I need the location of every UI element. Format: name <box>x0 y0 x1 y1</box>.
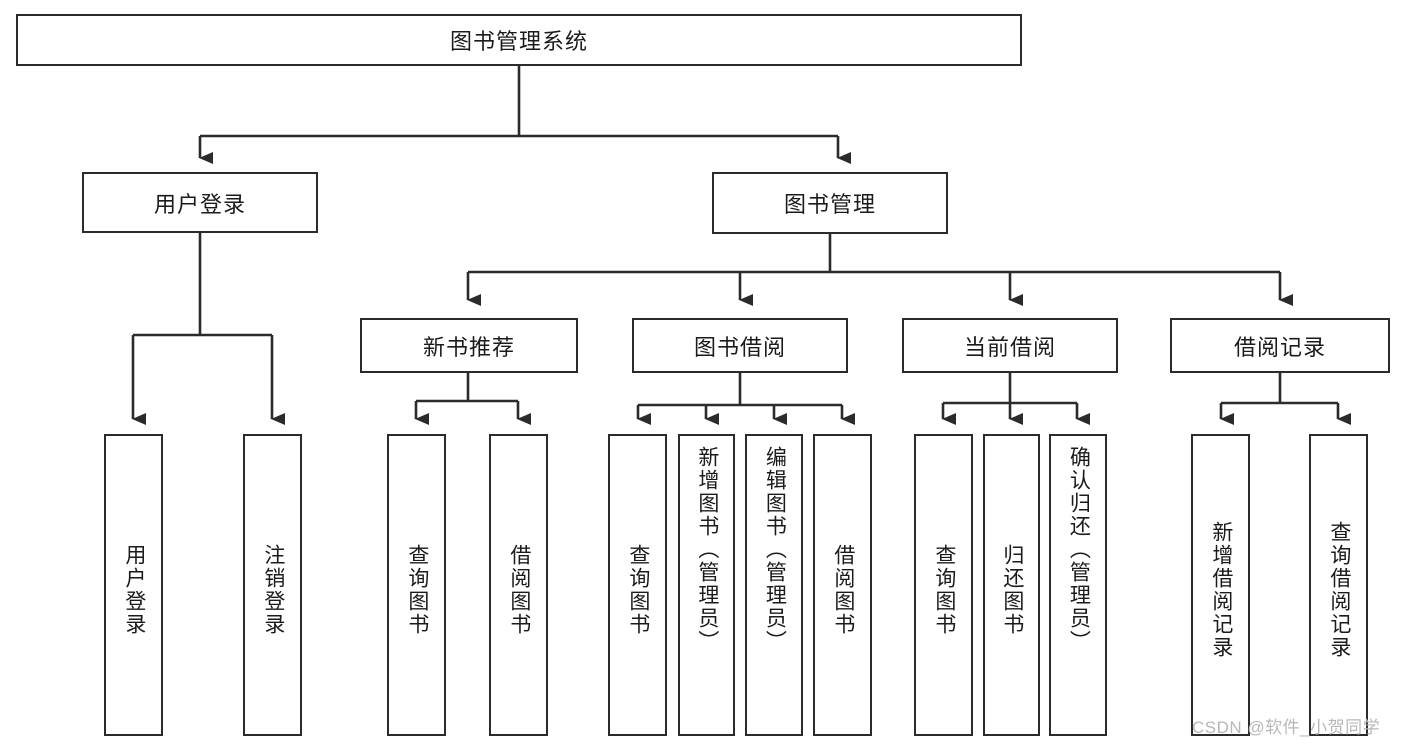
leaf-add-borrow-record-label: 新增借阅记录 <box>1209 521 1233 659</box>
node-book-management-label: 图书管理 <box>783 192 876 217</box>
watermark-text: CSDN @软件_小贺同学 <box>1192 718 1381 737</box>
leaf-query-book-borrow-label: 查询图书 <box>626 544 650 636</box>
node-new-book-recommend-label: 新书推荐 <box>422 334 515 360</box>
node-root[interactable]: 图书管理系统 <box>16 14 1022 66</box>
node-current-borrow-label: 当前借阅 <box>963 334 1056 360</box>
leaf-edit-book-admin[interactable]: 编辑图书（管理员） <box>745 434 803 736</box>
node-root-label: 图书管理系统 <box>449 29 588 54</box>
leaf-logout-label: 注销登录 <box>261 544 285 636</box>
leaf-add-book-admin-label: 新增图书（管理员） <box>695 446 719 653</box>
node-book-borrow[interactable]: 图书借阅 <box>632 318 848 373</box>
node-current-borrow[interactable]: 当前借阅 <box>902 318 1118 373</box>
leaf-user-login-label: 用户登录 <box>122 544 146 636</box>
node-user-login-label: 用户登录 <box>153 191 246 217</box>
leaf-edit-book-admin-label: 编辑图书（管理员） <box>763 446 787 653</box>
node-borrow-record-label: 借阅记录 <box>1233 334 1326 360</box>
leaf-logout[interactable]: 注销登录 <box>243 434 302 736</box>
leaf-borrow-book-label: 借阅图书 <box>831 544 855 636</box>
leaf-query-book-recommend[interactable]: 查询图书 <box>387 434 446 736</box>
node-book-borrow-label: 图书借阅 <box>693 334 786 360</box>
leaf-query-borrow-record-label: 查询借阅记录 <box>1327 521 1351 659</box>
leaf-borrow-book-recommend-label: 借阅图书 <box>507 544 531 636</box>
leaf-query-book-recommend-label: 查询图书 <box>405 544 429 636</box>
leaf-query-book-current[interactable]: 查询图书 <box>914 434 973 736</box>
leaf-add-book-admin[interactable]: 新增图书（管理员） <box>678 434 735 736</box>
leaf-return-book[interactable]: 归还图书 <box>983 434 1040 736</box>
leaf-confirm-return-admin[interactable]: 确认归还（管理员） <box>1049 434 1107 736</box>
leaf-query-book-borrow[interactable]: 查询图书 <box>608 434 667 736</box>
node-new-book-recommend[interactable]: 新书推荐 <box>360 318 578 373</box>
node-book-management[interactable]: 图书管理 <box>712 172 948 234</box>
leaf-borrow-book-recommend[interactable]: 借阅图书 <box>489 434 548 736</box>
leaf-return-book-label: 归还图书 <box>1000 544 1024 636</box>
node-borrow-record[interactable]: 借阅记录 <box>1170 318 1390 373</box>
leaf-confirm-return-admin-label: 确认归还（管理员） <box>1067 446 1091 653</box>
node-user-login[interactable]: 用户登录 <box>82 172 318 233</box>
leaf-query-book-current-label: 查询图书 <box>932 544 956 636</box>
leaf-user-login[interactable]: 用户登录 <box>104 434 163 736</box>
leaf-add-borrow-record[interactable]: 新增借阅记录 <box>1191 434 1250 736</box>
leaf-borrow-book[interactable]: 借阅图书 <box>813 434 872 736</box>
leaf-query-borrow-record[interactable]: 查询借阅记录 <box>1309 434 1368 736</box>
